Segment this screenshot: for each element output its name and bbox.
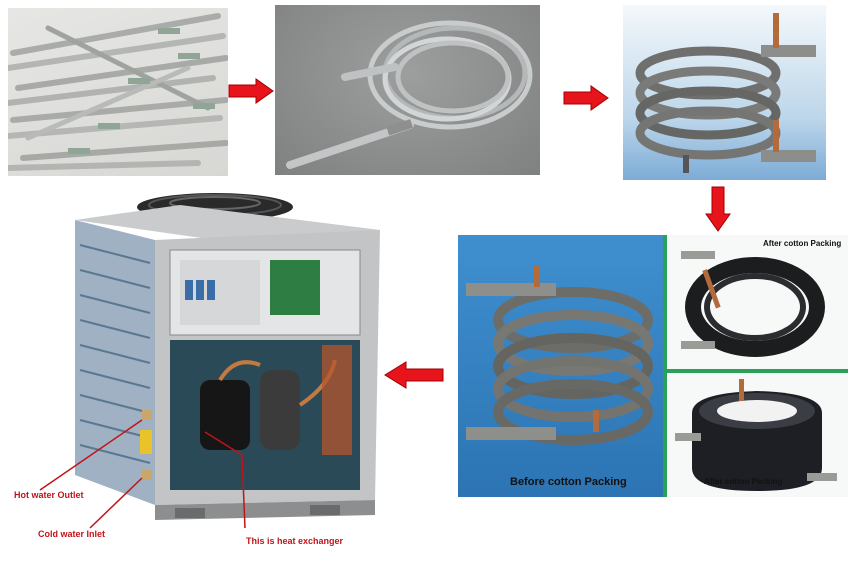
- cold-water-inlet-label: Cold water Inlet: [38, 529, 105, 539]
- hot-water-outlet-label: Hot water Outlet: [14, 490, 84, 500]
- heat-exchanger-label: This is heat exchanger: [246, 536, 343, 546]
